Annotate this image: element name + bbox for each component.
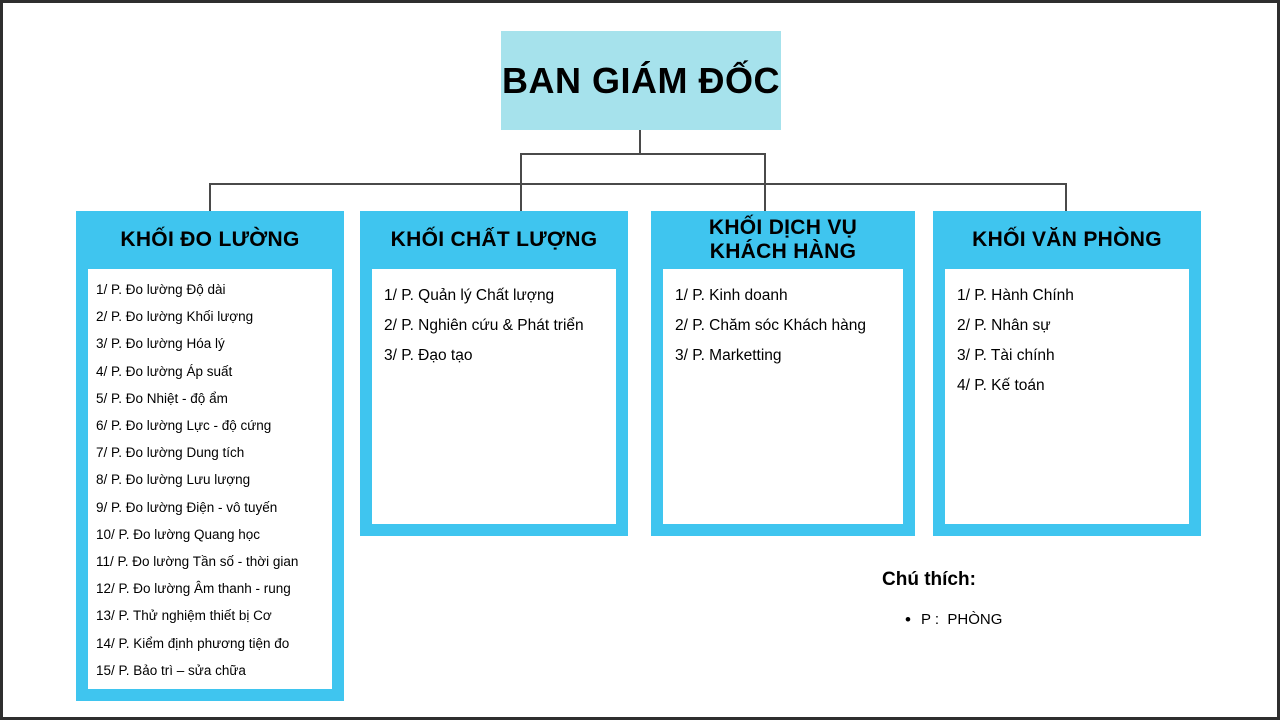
- list-item: 2/ P. Nhân sự: [957, 317, 1051, 334]
- list-item: 5/ P. Đo Nhiệt - độ ẩm: [96, 390, 228, 406]
- division-list: 1/ P. Hành Chính 2/ P. Nhân sự 3/ P. Tài c…: [945, 269, 1189, 524]
- connector-line: [209, 183, 211, 211]
- bullet-icon: •: [905, 610, 911, 629]
- list-item: 2/ P. Nghiên cứu & Phát triển: [384, 317, 584, 334]
- division-title: KHỐI ĐO LƯỜNG: [120, 228, 300, 252]
- list-item: 3/ P. Đạo tạo: [384, 347, 473, 364]
- list-item: 8/ P. Đo lường Lưu lượng: [96, 472, 251, 488]
- list-item: 12/ P. Đo lường Âm thanh - rung: [96, 581, 291, 597]
- legend-item-text: P : PHÒNG: [920, 611, 1003, 628]
- connector-line: [764, 153, 766, 211]
- list-item: 1/ P. Đo lường Độ dài: [96, 282, 226, 297]
- list-item: 13/ P. Thử nghiệm thiết bị Cơ: [96, 608, 272, 624]
- list-item: 2/ P. Chăm sóc Khách hàng: [675, 317, 867, 334]
- division-title: KHỐI CHẤT LƯỢNG: [390, 228, 598, 252]
- division-van-phong: KHỐI VĂN PHÒNG 1/ P. Hành Chính 2/ P. Nhâ…: [933, 211, 1201, 536]
- division-dich-vu-khach-hang: KHỐI DỊCH VỤ KHÁCH HÀNG 1/ P. Kinh doanh…: [651, 211, 915, 536]
- root-node: BAN GIÁM ĐỐC: [501, 31, 781, 130]
- legend-item: • P : PHÒNG: [905, 611, 1002, 628]
- division-list: 1/ P. Kinh doanh 2/ P. Chăm sóc Khách hàn…: [663, 269, 903, 524]
- division-title: KHỐI DỊCH VỤ KHÁCH HÀNG: [708, 216, 858, 263]
- list-item: 10/ P. Đo lường Quang học: [96, 526, 260, 542]
- list-item: 1/ P. Hành Chính: [957, 287, 1074, 304]
- connector-line: [639, 130, 641, 154]
- list-item: 1/ P. Quản lý Chất lượng: [384, 287, 555, 304]
- list-item: 4/ P. Đo lường Áp suất: [96, 363, 233, 379]
- list-item: 4/ P. Kế toán: [957, 377, 1045, 394]
- division-do-luong: KHỐI ĐO LƯỜNG 1/ P. Đo lường Độ dài 2/ P.…: [76, 211, 344, 701]
- list-item: 3/ P. Marketting: [675, 347, 782, 364]
- list-item: 14/ P. Kiểm định phương tiện đo: [96, 635, 290, 651]
- division-list: 1/ P. Quản lý Chất lượng 2/ P. Nghiên cứu…: [372, 269, 616, 524]
- list-item: 1/ P. Kinh doanh: [675, 287, 788, 304]
- list-item: 6/ P. Đo lường Lực - độ cứng: [96, 418, 272, 434]
- division-title: KHỐI VĂN PHÒNG: [972, 228, 1162, 252]
- list-item: 3/ P. Tài chính: [957, 347, 1055, 364]
- list-item: 2/ P. Đo lường Khối lượng: [96, 309, 254, 325]
- root-title: BAN GIÁM ĐỐC: [502, 59, 780, 101]
- legend-title: Chú thích:: [882, 569, 976, 590]
- connector-line: [209, 183, 1067, 185]
- connector-line: [520, 153, 766, 155]
- connector-line: [1065, 183, 1067, 211]
- list-item: 7/ P. Đo lường Dung tích: [96, 445, 245, 461]
- list-item: 9/ P. Đo lường Điện - vô tuyến: [96, 499, 278, 515]
- connector-line: [520, 153, 522, 211]
- list-item: 3/ P. Đo lường Hóa lý: [96, 336, 225, 352]
- list-item: 11/ P. Đo lường Tần số - thời gian: [96, 554, 299, 570]
- division-list: 1/ P. Đo lường Độ dài 2/ P. Đo lường Khối…: [88, 269, 332, 689]
- list-item: 15/ P. Bảo trì – sửa chữa: [96, 662, 246, 678]
- division-chat-luong: KHỐI CHẤT LƯỢNG 1/ P. Quản lý Chất lượng…: [360, 211, 628, 536]
